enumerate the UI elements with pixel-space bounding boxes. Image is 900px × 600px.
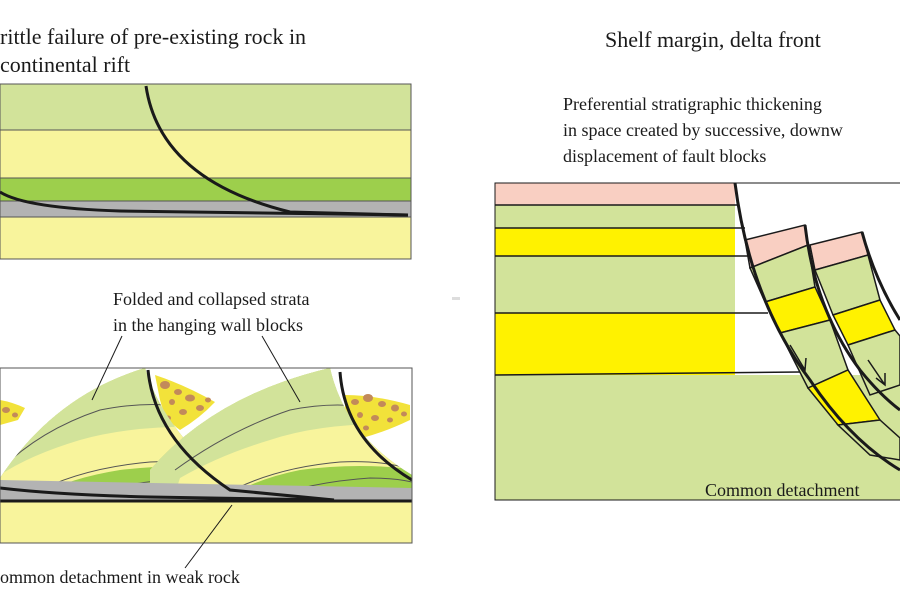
shelf-outline — [494, 182, 900, 501]
leader-line-detachment — [184, 504, 233, 569]
panel-brittle-failure: rittle failure of pre-existing rock in c… — [0, 24, 412, 260]
right-annotation-line2: in space created by successive, downw — [563, 120, 843, 140]
bottom-left-annotation-line1: Folded and collapsed strata — [113, 289, 309, 309]
shelf-pink-top — [495, 183, 735, 205]
stratum-pale-yellow-bottom — [0, 217, 411, 259]
breccia-wedges — [0, 375, 410, 438]
leader-lines — [91, 335, 301, 569]
detachment-left — [0, 486, 335, 502]
slip-arrows — [789, 344, 886, 387]
shelf-green-1 — [495, 205, 735, 228]
shelf-faults — [733, 182, 900, 472]
top-left-title-line2: continental rift — [0, 52, 130, 77]
listric-fault — [144, 85, 409, 217]
right-annotation-line3: displacement of fault blocks — [563, 146, 766, 166]
footwall-pale-yellow — [0, 502, 412, 543]
stratum-light-green-top — [0, 84, 411, 130]
listric-fault-2 — [803, 224, 900, 412]
bottom-left-detachment-label: ommon detachment in weak rock — [0, 567, 240, 587]
shelf-green-2 — [495, 256, 735, 313]
breccia-clasts — [2, 381, 407, 431]
right-annotation-line1: Preferential stratigraphic thickening — [563, 94, 822, 114]
shelf-bedding-lines — [494, 204, 801, 376]
fault-block-2-green-2 — [846, 329, 900, 396]
stratum-mid-green — [0, 178, 411, 201]
right-detachment-label: Common detachment — [705, 480, 859, 500]
fault-block-1-green-3 — [836, 419, 900, 461]
shelf-yellow-2 — [495, 313, 735, 375]
bottom-left-annotation-line2: in the hanging wall blocks — [113, 315, 303, 335]
fault-middle — [146, 369, 335, 502]
fault-right — [338, 371, 412, 482]
centre-mark — [452, 297, 460, 300]
slip-arrow-2 — [867, 359, 886, 387]
stratum-pale-yellow — [0, 130, 411, 178]
block-outline — [0, 83, 412, 260]
fold-faults — [0, 369, 412, 503]
breccia-wedge-left — [0, 400, 25, 425]
folded-block-outline — [0, 367, 413, 544]
fault-left-curve — [0, 190, 409, 217]
top-left-title-line1: rittle failure of pre-existing rock in — [0, 24, 306, 49]
listric-fault-3 — [860, 231, 900, 321]
fault-block-2 — [809, 231, 900, 396]
leader-line-b — [261, 335, 301, 403]
strata-block — [0, 83, 412, 260]
panel-folded-strata: Folded and collapsed strata in the hangi… — [0, 289, 413, 587]
leader-line-a — [91, 335, 123, 401]
folded-block-contents — [0, 368, 412, 543]
panel-shelf-margin: Shelf margin, delta front Preferential s… — [494, 27, 900, 501]
slip-arrow-1 — [789, 344, 807, 372]
shelf-block — [494, 183, 900, 500]
shelf-yellow-1 — [495, 228, 735, 256]
right-title: Shelf margin, delta front — [605, 27, 821, 52]
listric-fault-1 — [733, 182, 900, 472]
